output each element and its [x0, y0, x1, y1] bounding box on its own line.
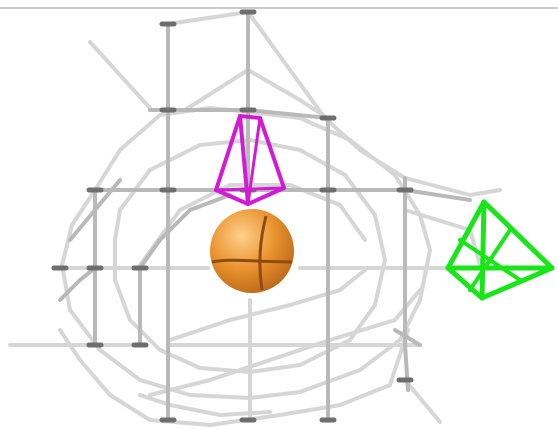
cage-bond: [248, 12, 290, 70]
cage-bond: [170, 405, 220, 415]
central-sphere[interactable]: [210, 209, 294, 293]
cage-bond: [190, 395, 250, 398]
cage-bond: [62, 265, 70, 310]
cage-bond: [110, 395, 150, 420]
cage-bond: [340, 385, 390, 405]
cage-bond: [405, 210, 470, 230]
green-tetrahedron[interactable]: [448, 202, 552, 298]
cage-bond: [185, 70, 248, 110]
cage-bond: [90, 42, 150, 108]
cage-bond: [290, 290, 340, 305]
cage-bond: [325, 118, 360, 150]
green-tetrahedron-edge: [482, 268, 552, 298]
cage-bond: [168, 12, 248, 24]
cage-bond: [170, 320, 230, 340]
cage-bond: [250, 392, 300, 398]
cage-bond: [80, 360, 110, 395]
cage-bond: [420, 215, 430, 250]
cage-bond: [60, 280, 80, 300]
cage-bond: [280, 405, 340, 415]
cage-bond: [340, 270, 365, 290]
magenta-tetrahedron-edge: [240, 116, 260, 118]
cage-bond: [62, 225, 72, 265]
green-tetrahedron-edge: [470, 230, 510, 290]
cage-bond: [140, 240, 160, 268]
cage-bond: [72, 190, 95, 225]
cage-bond: [300, 150, 345, 175]
cage-bond: [375, 215, 385, 260]
cage-bond: [115, 210, 120, 240]
cage-bond: [220, 412, 270, 415]
green-tetrahedron-edge: [484, 202, 552, 268]
cage-bond: [150, 420, 210, 425]
magenta-tetrahedron-edge: [260, 118, 284, 188]
green-tetrahedron-edge: [482, 202, 484, 298]
cage-bond: [230, 305, 290, 320]
cage-bond: [120, 115, 160, 150]
cage-bond: [345, 175, 375, 215]
cage-bond: [420, 250, 430, 300]
magenta-tetrahedron-edge: [216, 116, 240, 190]
cage-bond: [340, 205, 365, 240]
cage-bond: [470, 190, 500, 195]
cage-bond: [405, 380, 440, 422]
cage-bond: [360, 150, 405, 178]
cage-bond: [100, 350, 140, 380]
cage-bond: [150, 145, 200, 170]
central-sphere-body: [210, 209, 294, 293]
cage-bond: [115, 280, 130, 320]
central-sphere-seam: [212, 260, 292, 262]
cage-bond: [140, 395, 170, 405]
